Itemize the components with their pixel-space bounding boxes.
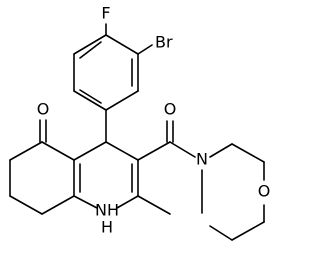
ring-nitrogen-label: NH [95,201,119,220]
bromine-label: Br [155,33,173,52]
amide-oxygen-label: O [164,100,177,119]
methyl-bond [137,195,171,215]
aryl-bromine-bond [137,44,153,55]
cyclohexenone-ring [9,141,75,215]
fluorine-label: F [101,4,110,23]
chemical-structure-diagram: F Br O O N O NH H [9,4,271,241]
aryl-ring [73,34,139,111]
ketone-oxygen-label: O [37,100,50,119]
ring-hydrogen-label: H [101,218,113,237]
morpholine-oxygen-label: O [258,182,271,201]
morpholine-ring [201,143,265,241]
carbonyl-to-n-bond [169,141,196,158]
morpholine-nitrogen-label: N [196,150,208,169]
dihydropyridine-ring [73,141,139,209]
c3-to-carbonyl-bond [137,141,171,161]
